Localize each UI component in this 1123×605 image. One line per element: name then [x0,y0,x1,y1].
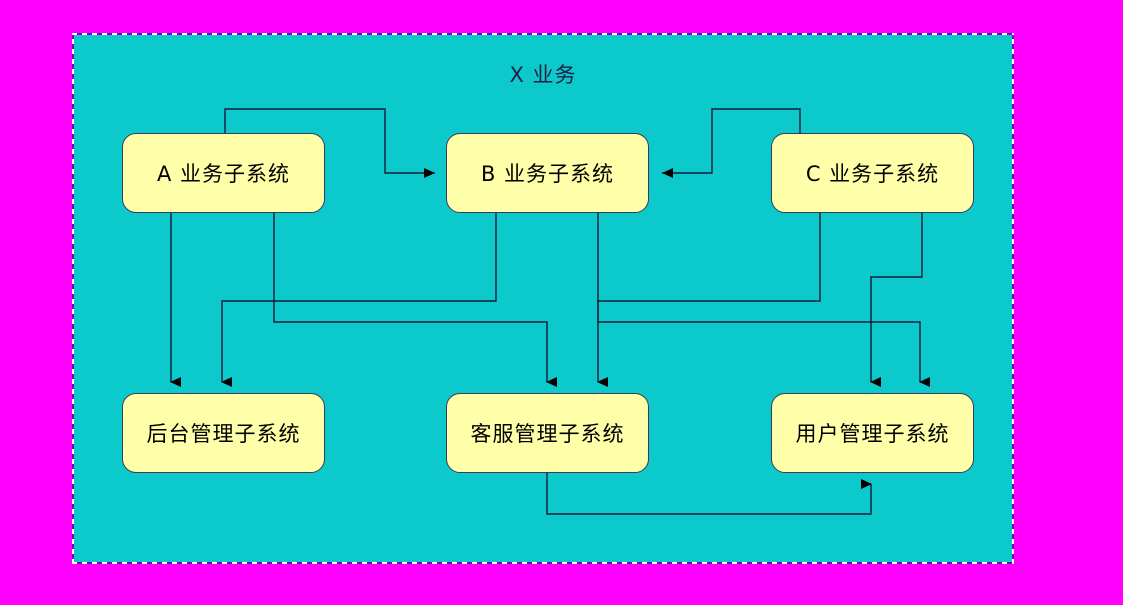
node-label-c: C 业务子系统 [805,162,940,186]
node-b[interactable]: B 业务子系统 [446,133,649,213]
node-label-user: 用户管理子系统 [795,422,950,446]
node-c[interactable]: C 业务子系统 [771,133,974,213]
diagram-canvas[interactable]: X 业务 [72,33,1014,564]
node-label-a: A 业务子系统 [156,162,291,186]
node-a[interactable]: A 业务子系统 [122,133,325,213]
node-label-admin: 后台管理子系统 [146,422,301,446]
node-admin[interactable]: 后台管理子系统 [122,393,325,473]
diagram-title: X 业务 [509,63,577,87]
node-label-b: B 业务子系统 [480,162,615,186]
node-label-service: 客服管理子系统 [470,422,625,446]
node-service[interactable]: 客服管理子系统 [446,393,649,473]
node-user[interactable]: 用户管理子系统 [771,393,974,473]
